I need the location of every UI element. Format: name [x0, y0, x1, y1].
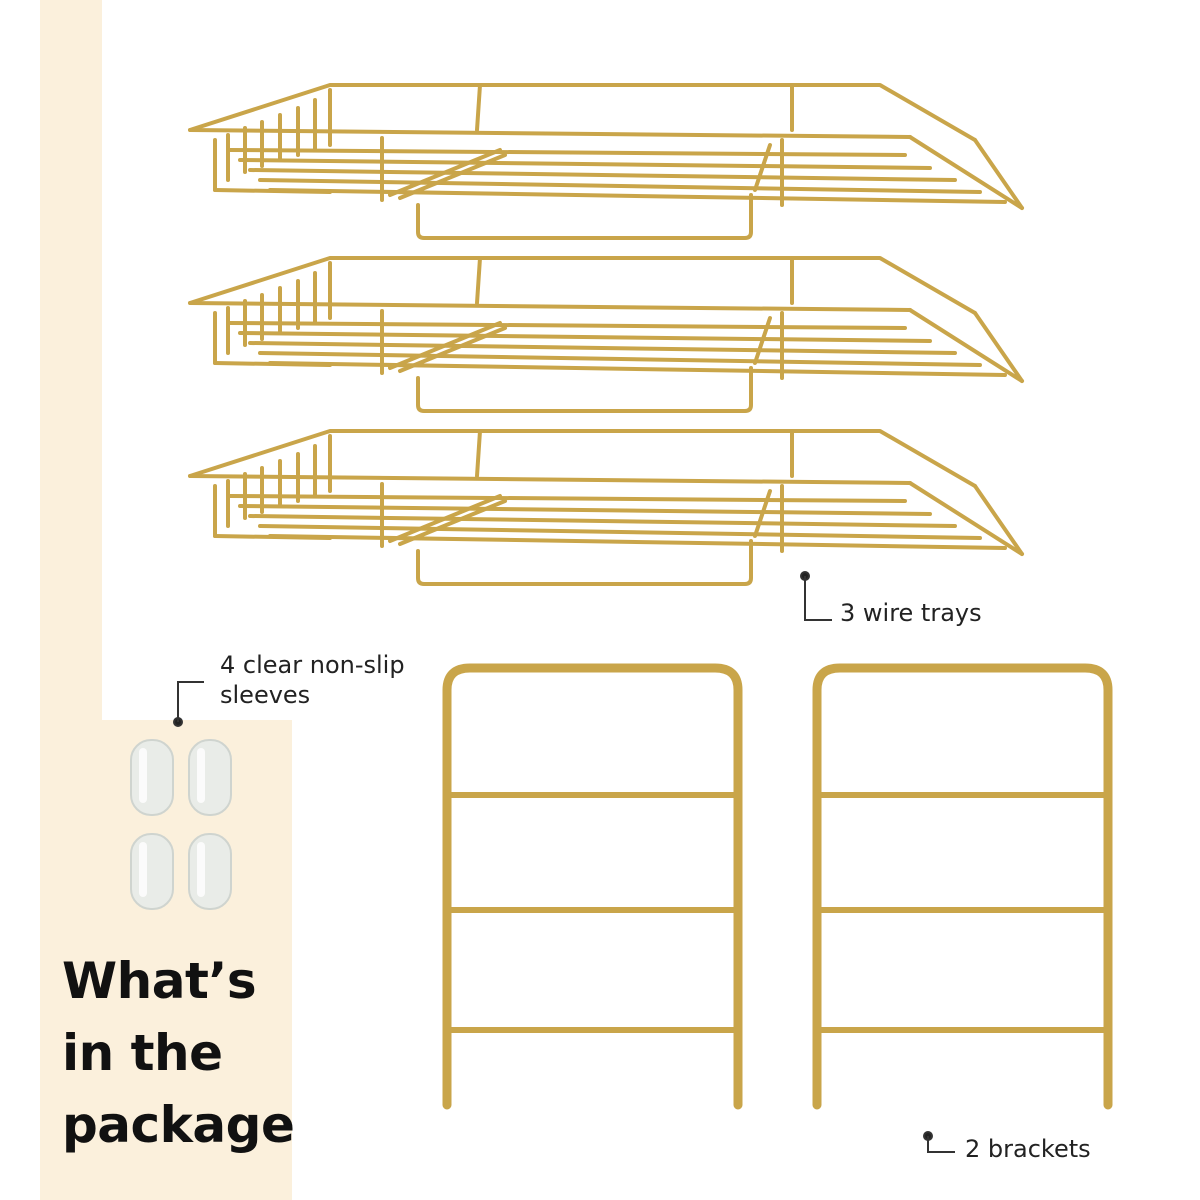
- sleeve-2: [188, 739, 232, 816]
- beige-accent-strip: [40, 0, 102, 720]
- brackets-label: 2 brackets: [965, 1135, 1091, 1163]
- callout-brackets: [923, 1131, 955, 1153]
- sleeve-1: [130, 739, 174, 816]
- bracket-right: [817, 668, 1108, 1105]
- sleeve-3: [130, 833, 174, 910]
- wire-tray-1: [188, 83, 1024, 240]
- sleeves-label: 4 clear non-slip sleeves: [220, 651, 405, 709]
- sleeve-4: [188, 833, 232, 910]
- callout-sleeves: [173, 681, 204, 727]
- wire-tray-2: [188, 256, 1024, 413]
- wire-trays-label: 3 wire trays: [840, 599, 982, 627]
- callout-trays: [800, 571, 832, 621]
- wire-tray-3: [188, 429, 1024, 586]
- bracket-left: [447, 668, 738, 1105]
- package-heading: What’s in the package: [62, 952, 295, 1154]
